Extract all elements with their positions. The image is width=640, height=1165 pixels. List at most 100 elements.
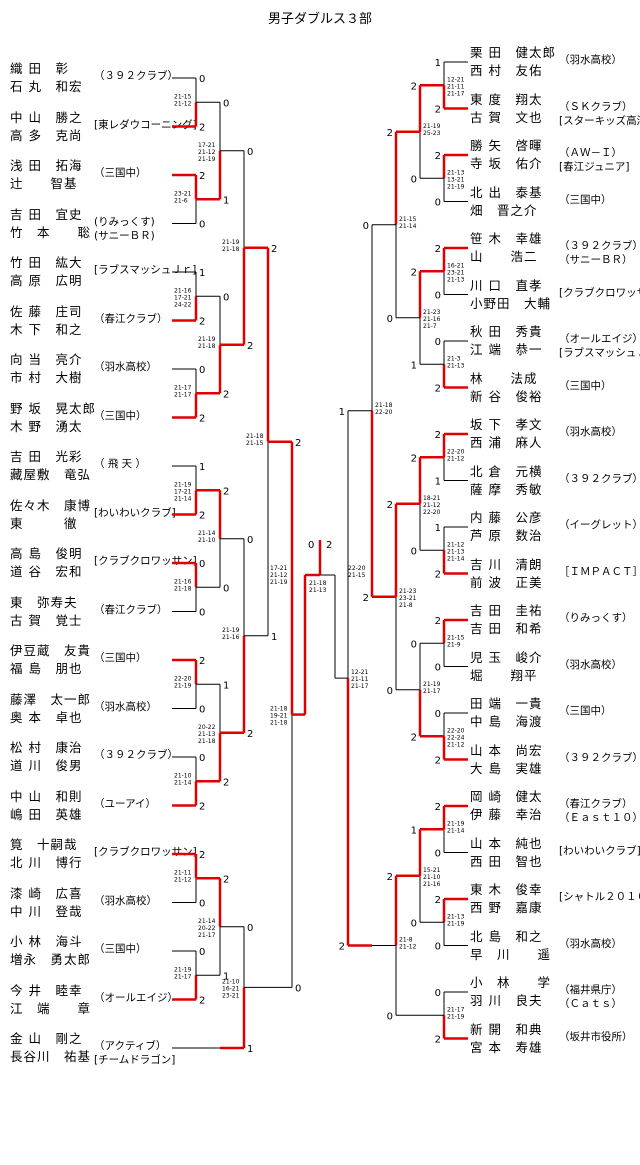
- set-scores: 22-20: [174, 675, 192, 682]
- match-score: 2: [411, 81, 417, 92]
- player-name: 宮 本 寿雄: [470, 1039, 543, 1055]
- club-name: （三国中）: [94, 943, 147, 955]
- set-scores: 21-13: [447, 548, 465, 555]
- player-name: 市 村 大樹: [10, 370, 83, 385]
- set-scores: 21-19: [447, 183, 465, 190]
- player-name: 藤澤 太一郎: [10, 691, 92, 707]
- player-name: 山 浩二: [470, 249, 538, 264]
- set-scores: 21-19: [174, 481, 192, 488]
- match-score: 2: [387, 872, 393, 883]
- club-name: （三国中）: [559, 193, 612, 206]
- set-scores: 21-15: [246, 440, 264, 447]
- match-score: 2: [435, 244, 441, 255]
- player-name: 岡 崎 健太: [470, 789, 543, 804]
- match-score: 0: [387, 686, 393, 697]
- set-scores: 21-8: [399, 602, 413, 609]
- set-scores: 12-21: [447, 76, 465, 83]
- left-team-4: 竹 田 紘大高 原 広明: [10, 254, 82, 290]
- club-name: [クラブクロワッサン]: [94, 846, 197, 858]
- set-scores: 21-8: [399, 937, 413, 944]
- right-team-20: 小 林 学羽 川 良夫: [470, 974, 551, 1010]
- set-scores: 21-12: [447, 541, 465, 548]
- set-scores: 21-18: [375, 402, 393, 409]
- match-score: 0: [363, 221, 369, 232]
- right-team-9: 北 倉 元横薩 摩 秀敏: [470, 463, 542, 499]
- player-name: 吉 田 和希: [470, 621, 543, 636]
- final-score: 0: [308, 540, 314, 551]
- set-scores: 21-17: [198, 932, 216, 939]
- match-score: 0: [411, 639, 417, 650]
- match-score: 0: [199, 753, 205, 764]
- match-score: 2: [339, 942, 345, 953]
- match-score: 2: [363, 593, 369, 604]
- match-score: 2: [435, 151, 441, 162]
- player-name: 新 谷 俊裕: [470, 388, 543, 404]
- left-team-12: 伊豆蔵 友貴福 島 朋也: [10, 642, 91, 678]
- set-scores: 21-17: [174, 384, 192, 391]
- club-name: （３９２クラブ）: [559, 751, 640, 764]
- match-score: 1: [247, 1044, 253, 1055]
- player-name: 新 開 和典: [470, 1021, 543, 1037]
- set-scores: 21-17: [174, 973, 192, 980]
- set-scores: 21-12: [399, 944, 417, 951]
- match-score: 0: [435, 709, 441, 720]
- set-scores: 21-15: [447, 634, 465, 641]
- club-name: （春江クラブ） （Ｅａｓｔ１０）: [559, 798, 640, 824]
- match-score: 2: [199, 996, 205, 1007]
- player-name: 川 口 直孝: [470, 277, 543, 293]
- player-name: 小 林 海斗: [10, 934, 83, 949]
- player-name: 北 島 和之: [470, 928, 543, 944]
- club-name: （りみっくす）: [559, 612, 633, 624]
- player-name: 東 度 翔太: [470, 91, 543, 107]
- left-team-8: 吉 田 光彩藏屋敷 竜弘: [10, 448, 91, 484]
- left-team-10: 高 島 俊明道 谷 宏和: [10, 545, 82, 581]
- set-scores: 21-23: [399, 588, 417, 595]
- match-score: 0: [223, 292, 229, 303]
- match-score: 2: [247, 341, 253, 352]
- set-scores: 21-10: [198, 537, 216, 544]
- club-name: （ユーアイ）: [94, 797, 157, 810]
- club-name: [クラブクロワッサン]: [94, 555, 197, 567]
- club-name: （ＳＫクラブ） [スターキッズ高浜]: [559, 100, 640, 127]
- match-score: 0: [411, 174, 417, 185]
- player-name: 古 賀 覚士: [10, 612, 83, 628]
- club-name: [わいわいクラブ]: [559, 844, 640, 857]
- club-name: ［ＩＭＰＡＣＴ］: [559, 565, 640, 578]
- player-name: 中 山 和則: [10, 788, 83, 804]
- match-score: 1: [411, 360, 417, 371]
- club-name: （春江クラブ）: [94, 603, 168, 616]
- player-name: 芦 原 数治: [470, 528, 543, 543]
- set-scores: 21-12: [423, 502, 441, 509]
- right-team-12: 吉 田 圭祐吉 田 和希: [470, 602, 542, 638]
- player-name: 小野田 大輔: [470, 295, 552, 311]
- set-scores: 25-23: [423, 130, 441, 137]
- set-scores: 12-21: [351, 669, 369, 676]
- final-set-scores: 17-21: [270, 565, 288, 572]
- set-scores: 15-21: [423, 867, 441, 874]
- set-scores: 21-16: [174, 287, 192, 294]
- player-name: 西 野 嘉康: [470, 900, 543, 915]
- match-score: 2: [411, 267, 417, 278]
- match-score: 0: [435, 337, 441, 348]
- set-scores: 21-19: [198, 336, 216, 343]
- right-team-15: 山 本 尚宏大 島 実雄: [470, 742, 542, 778]
- player-name: 畑 晋之介: [470, 202, 538, 218]
- left-team-5: 佐 藤 庄司木 下 和之: [10, 303, 82, 339]
- player-name: 奥 本 卓也: [10, 709, 83, 725]
- set-scores: 21-12: [174, 876, 192, 883]
- player-name: 木 野 湧太: [10, 418, 83, 434]
- match-score: 2: [435, 616, 441, 627]
- player-name: 江 端 章: [10, 1000, 92, 1016]
- final-set-scores: 21-19: [270, 579, 288, 586]
- set-scores: 21-16: [423, 316, 441, 323]
- match-score: 0: [435, 663, 441, 674]
- set-scores: 21-18: [198, 738, 216, 745]
- set-scores: 21-19: [174, 966, 192, 973]
- match-score: 0: [199, 559, 205, 570]
- player-name: 江 端 恭一: [470, 342, 543, 357]
- player-name: 東 弥寿夫: [10, 594, 78, 610]
- player-name: 竹 本 聡: [10, 224, 92, 240]
- left-team-7: 野 坂 晃太郎木 野 湧太: [10, 400, 96, 436]
- match-score: 0: [223, 98, 229, 109]
